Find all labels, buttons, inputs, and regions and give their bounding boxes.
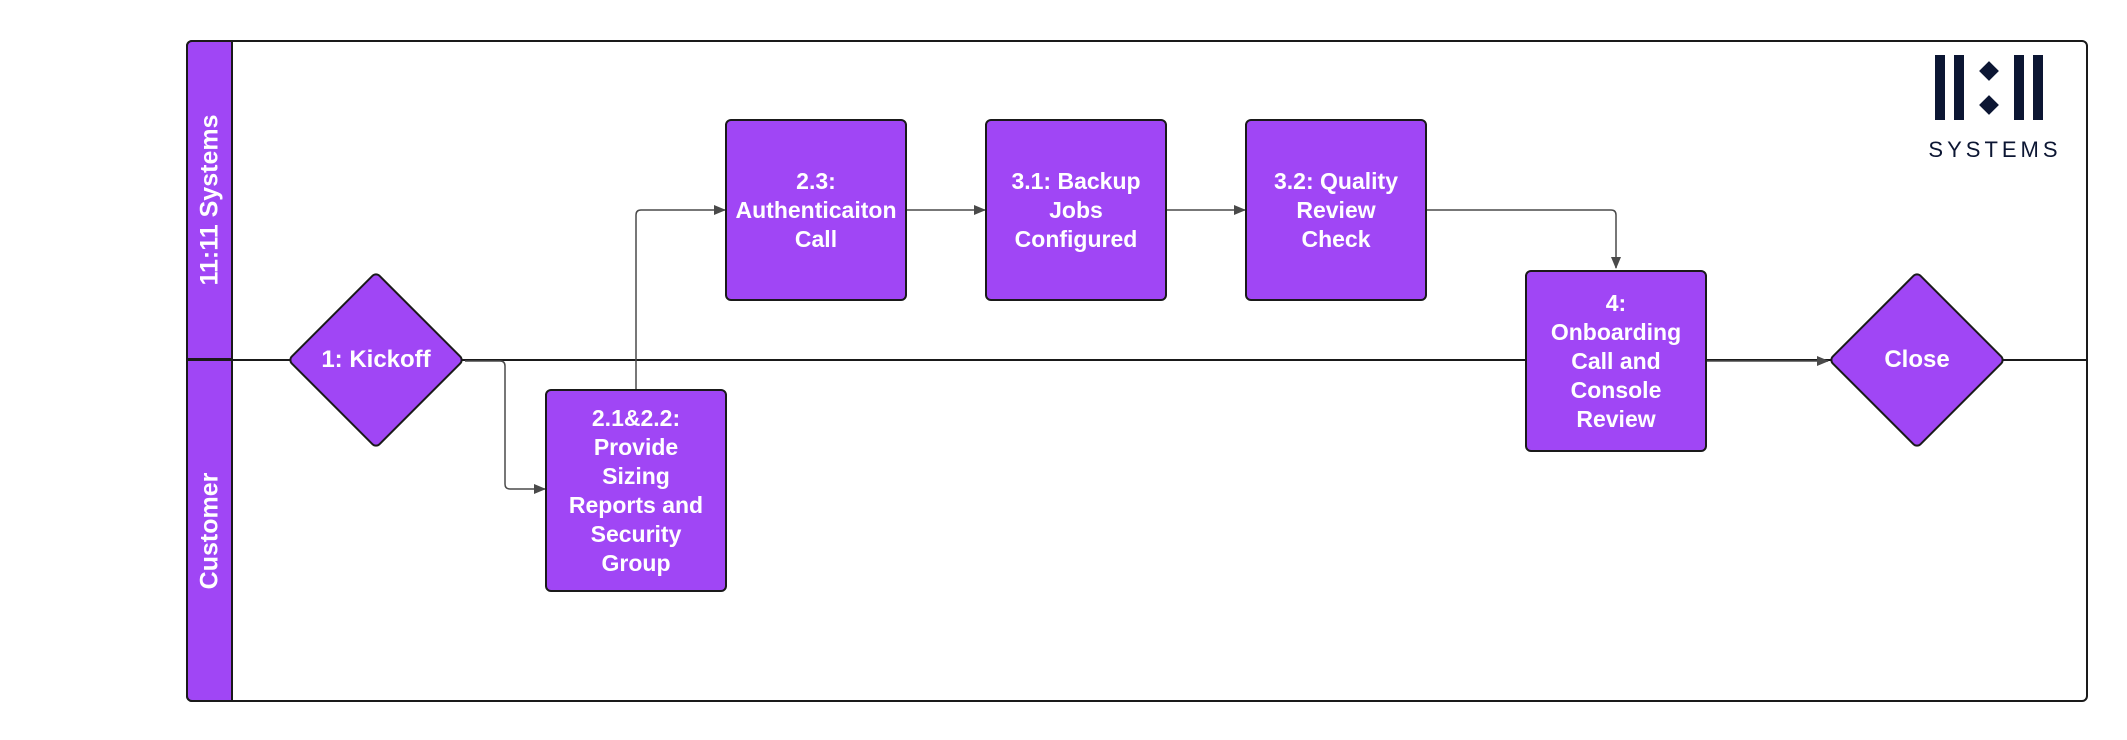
close-label: Close (1884, 346, 1950, 373)
step-provide-sizing-reports[interactable]: 2.1&2.2: Provide Sizing Reports and Secu… (545, 389, 727, 592)
step-authentication-call[interactable]: 2.3: Authenticaiton Call (725, 119, 907, 301)
company-logo: SYSTEMS (1920, 55, 2070, 165)
connector-quality-to-onboarding (1427, 209, 1621, 269)
kickoff-diamond[interactable]: 1: Kickoff (286, 270, 466, 450)
step-quality-review-check[interactable]: 3.2: Quality Review Check (1245, 119, 1427, 301)
kickoff-label: 1: Kickoff (321, 346, 431, 373)
connector-kickoff-to-provide (465, 360, 546, 494)
lane-divider (233, 359, 2086, 361)
step-backup-jobs-configured[interactable]: 3.1: Backup Jobs Configured (985, 119, 1167, 301)
logo-mark-icon (1935, 55, 2043, 120)
close-diamond[interactable]: Close (1827, 270, 2007, 450)
logo-text: SYSTEMS (1928, 137, 2062, 162)
step-onboarding-call[interactable]: 4: Onboarding Call and Console Review (1525, 270, 1707, 452)
lane-header-customer: Customer (186, 359, 233, 702)
connector-provide-to-auth (635, 205, 726, 391)
